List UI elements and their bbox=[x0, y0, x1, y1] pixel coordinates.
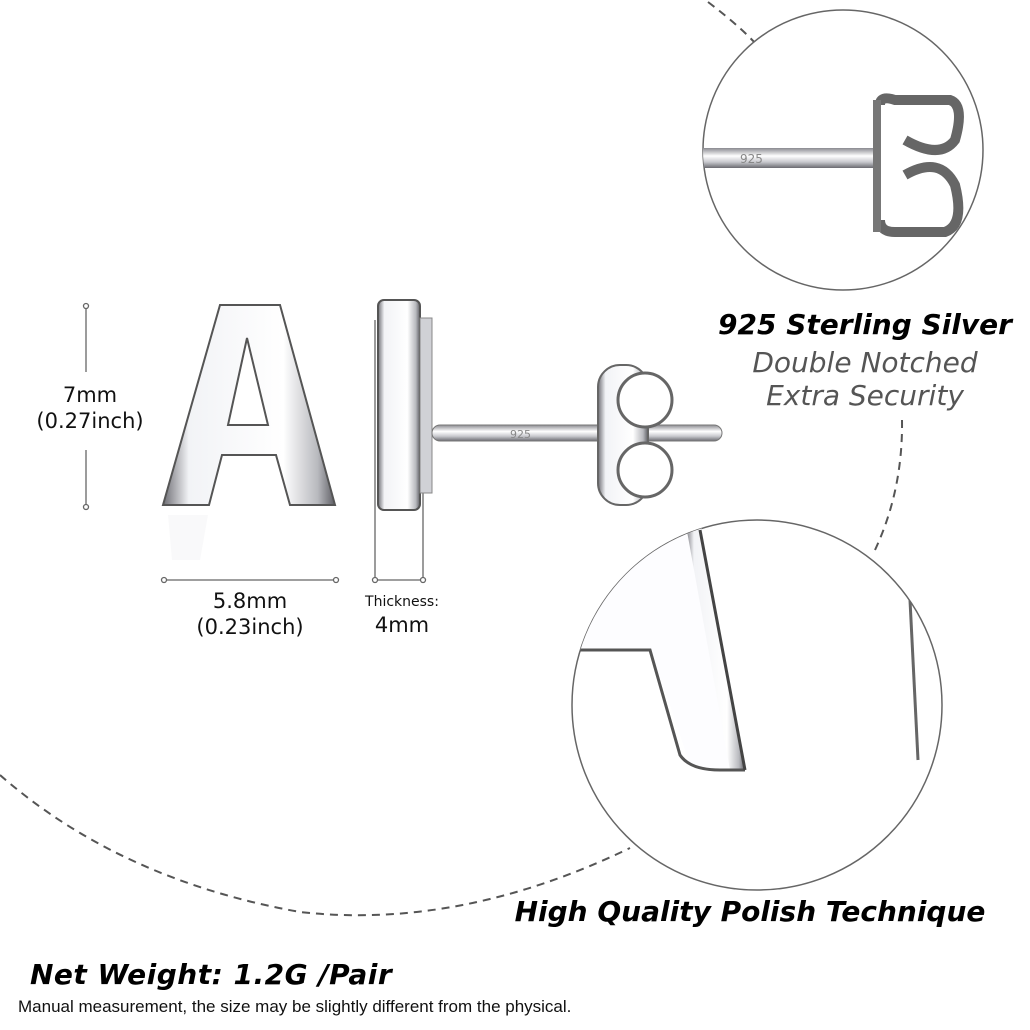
magnified-polish-circle bbox=[571, 519, 943, 891]
letter-a-earring bbox=[161, 304, 337, 560]
height-inch: (0.27inch) bbox=[36, 409, 144, 434]
side-view-earring: 925 bbox=[377, 299, 723, 511]
thickness-label: Thickness: 4mm bbox=[352, 594, 452, 638]
dimension-lines bbox=[82, 302, 427, 584]
height-mm: 7mm bbox=[62, 383, 118, 407]
magnified-backing-circle: 925 bbox=[702, 9, 984, 291]
dashed-connector-bottom bbox=[0, 774, 631, 917]
material-title: 925 Sterling Silver bbox=[718, 308, 1012, 341]
height-label: 7mm (0.27inch) bbox=[20, 382, 160, 435]
width-label: 5.8mm (0.23inch) bbox=[180, 588, 320, 641]
material-sub1: Double Notched bbox=[752, 346, 978, 379]
thickness-caption: Thickness: bbox=[365, 594, 439, 610]
svg-text:925: 925 bbox=[510, 428, 531, 441]
material-sub2: Extra Security bbox=[766, 379, 964, 412]
width-mm: 5.8mm bbox=[212, 589, 288, 613]
width-inch: (0.23inch) bbox=[196, 615, 304, 640]
thickness-value: 4mm bbox=[374, 612, 430, 637]
dashed-connector-right bbox=[874, 419, 904, 551]
svg-text:925: 925 bbox=[740, 152, 763, 166]
polish-title: High Quality Polish Technique bbox=[514, 895, 986, 928]
material-subtitle: Double Notched Extra Security bbox=[700, 346, 1030, 412]
net-weight: Net Weight: 1.2G /Pair bbox=[30, 958, 393, 991]
measurement-note: Manual measurement, the size may be slig… bbox=[18, 997, 572, 1016]
